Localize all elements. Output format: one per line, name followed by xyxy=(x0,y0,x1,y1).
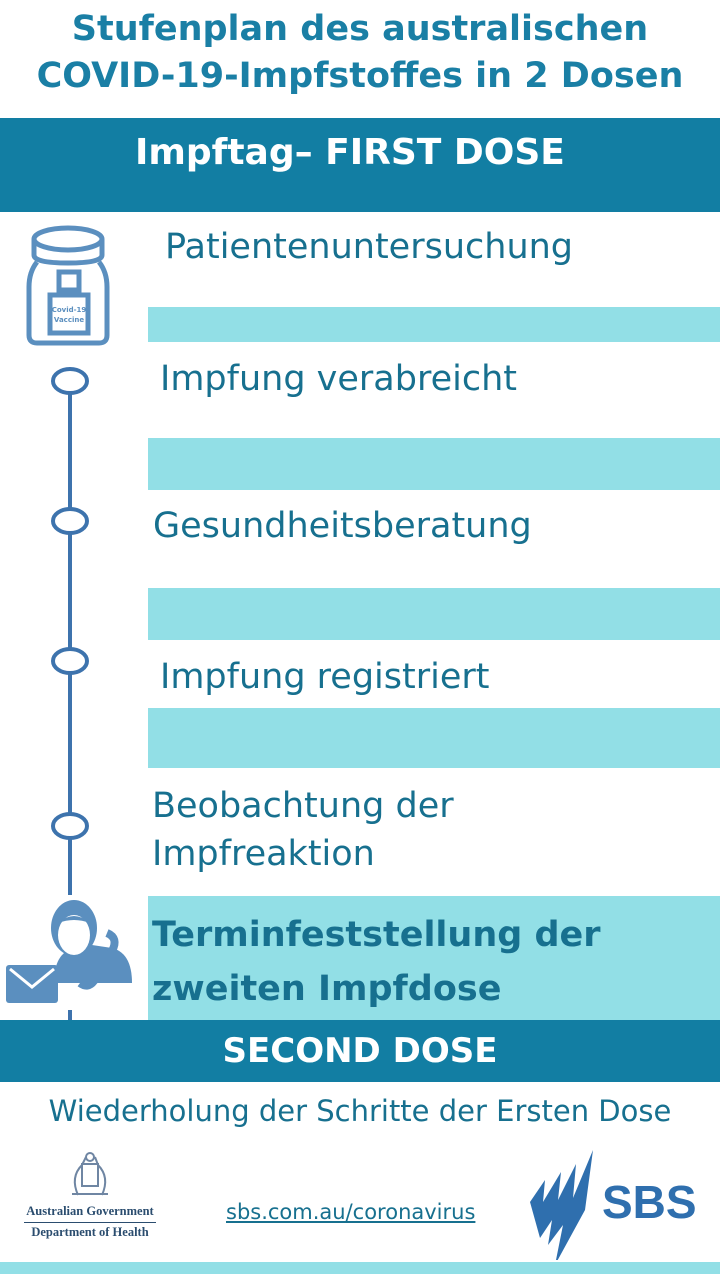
timeline-node xyxy=(51,507,89,535)
second-dose-label: SECOND DOSE xyxy=(222,1031,498,1071)
bottom-stripe xyxy=(0,1262,720,1274)
divider-stripe xyxy=(148,438,720,490)
repeat-instruction: Wiederholung der Schritte der Ersten Dos… xyxy=(48,1094,672,1128)
contact-agent-icon xyxy=(6,900,132,1003)
timeline-node xyxy=(51,812,89,840)
step-1: Patientenuntersuchung xyxy=(165,227,574,267)
sbs-coronavirus-link[interactable]: sbs.com.au/coronavirus xyxy=(226,1200,476,1224)
second-dose-header: SECOND DOSE xyxy=(0,1020,720,1082)
divider-stripe xyxy=(148,588,720,640)
step-5: Beobachtung der Impfreaktion xyxy=(152,786,454,874)
page-title: Stufenplan des australischen COVID-19-Im… xyxy=(36,9,684,96)
first-dose-label: Impftag– FIRST DOSE xyxy=(135,132,565,173)
sbs-logo: SBS xyxy=(530,1150,697,1260)
first-dose-header: Impftag– FIRST DOSE xyxy=(0,118,720,212)
svg-text:Vaccine: Vaccine xyxy=(54,316,84,324)
coat-of-arms-icon xyxy=(72,1152,108,1196)
divider-stripe xyxy=(148,307,720,342)
step-4: Impfung registriert xyxy=(160,657,490,697)
govt-line-2: Department of Health xyxy=(31,1225,149,1239)
step-2: Impfung verabreicht xyxy=(160,359,517,399)
timeline-node xyxy=(51,647,89,675)
step-6: Terminfeststellung der zweiten Impfdose xyxy=(152,915,601,1009)
divider-stripe xyxy=(148,708,720,768)
sbs-logo-text: SBS xyxy=(602,1176,697,1228)
timeline-node xyxy=(51,367,89,395)
govt-line-1: Australian Government xyxy=(26,1204,154,1218)
vaccine-vial-icon: Covid-19 Vaccine xyxy=(26,225,110,346)
svg-text:Covid-19: Covid-19 xyxy=(52,306,87,314)
step-3: Gesundheitsberatung xyxy=(153,506,532,546)
timeline xyxy=(51,367,89,1020)
australian-government-logo: Australian Government Department of Heal… xyxy=(20,1150,160,1240)
step-highlight xyxy=(148,896,720,1020)
